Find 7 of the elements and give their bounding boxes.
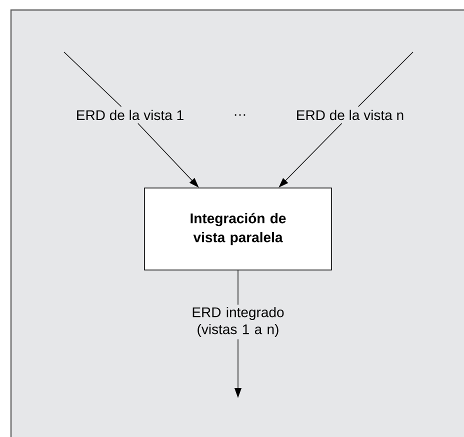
process-box: Integración de vista paralela — [144, 188, 332, 270]
ellipsis: … — [234, 114, 246, 116]
input-label: ERD de la vista 1 — [77, 110, 184, 120]
output-label: ERD integrado (vistas 1 a n) — [192, 306, 284, 337]
line — [64, 52, 122, 107]
input-label: ERD de la vista n — [297, 110, 404, 120]
line — [358, 52, 414, 107]
